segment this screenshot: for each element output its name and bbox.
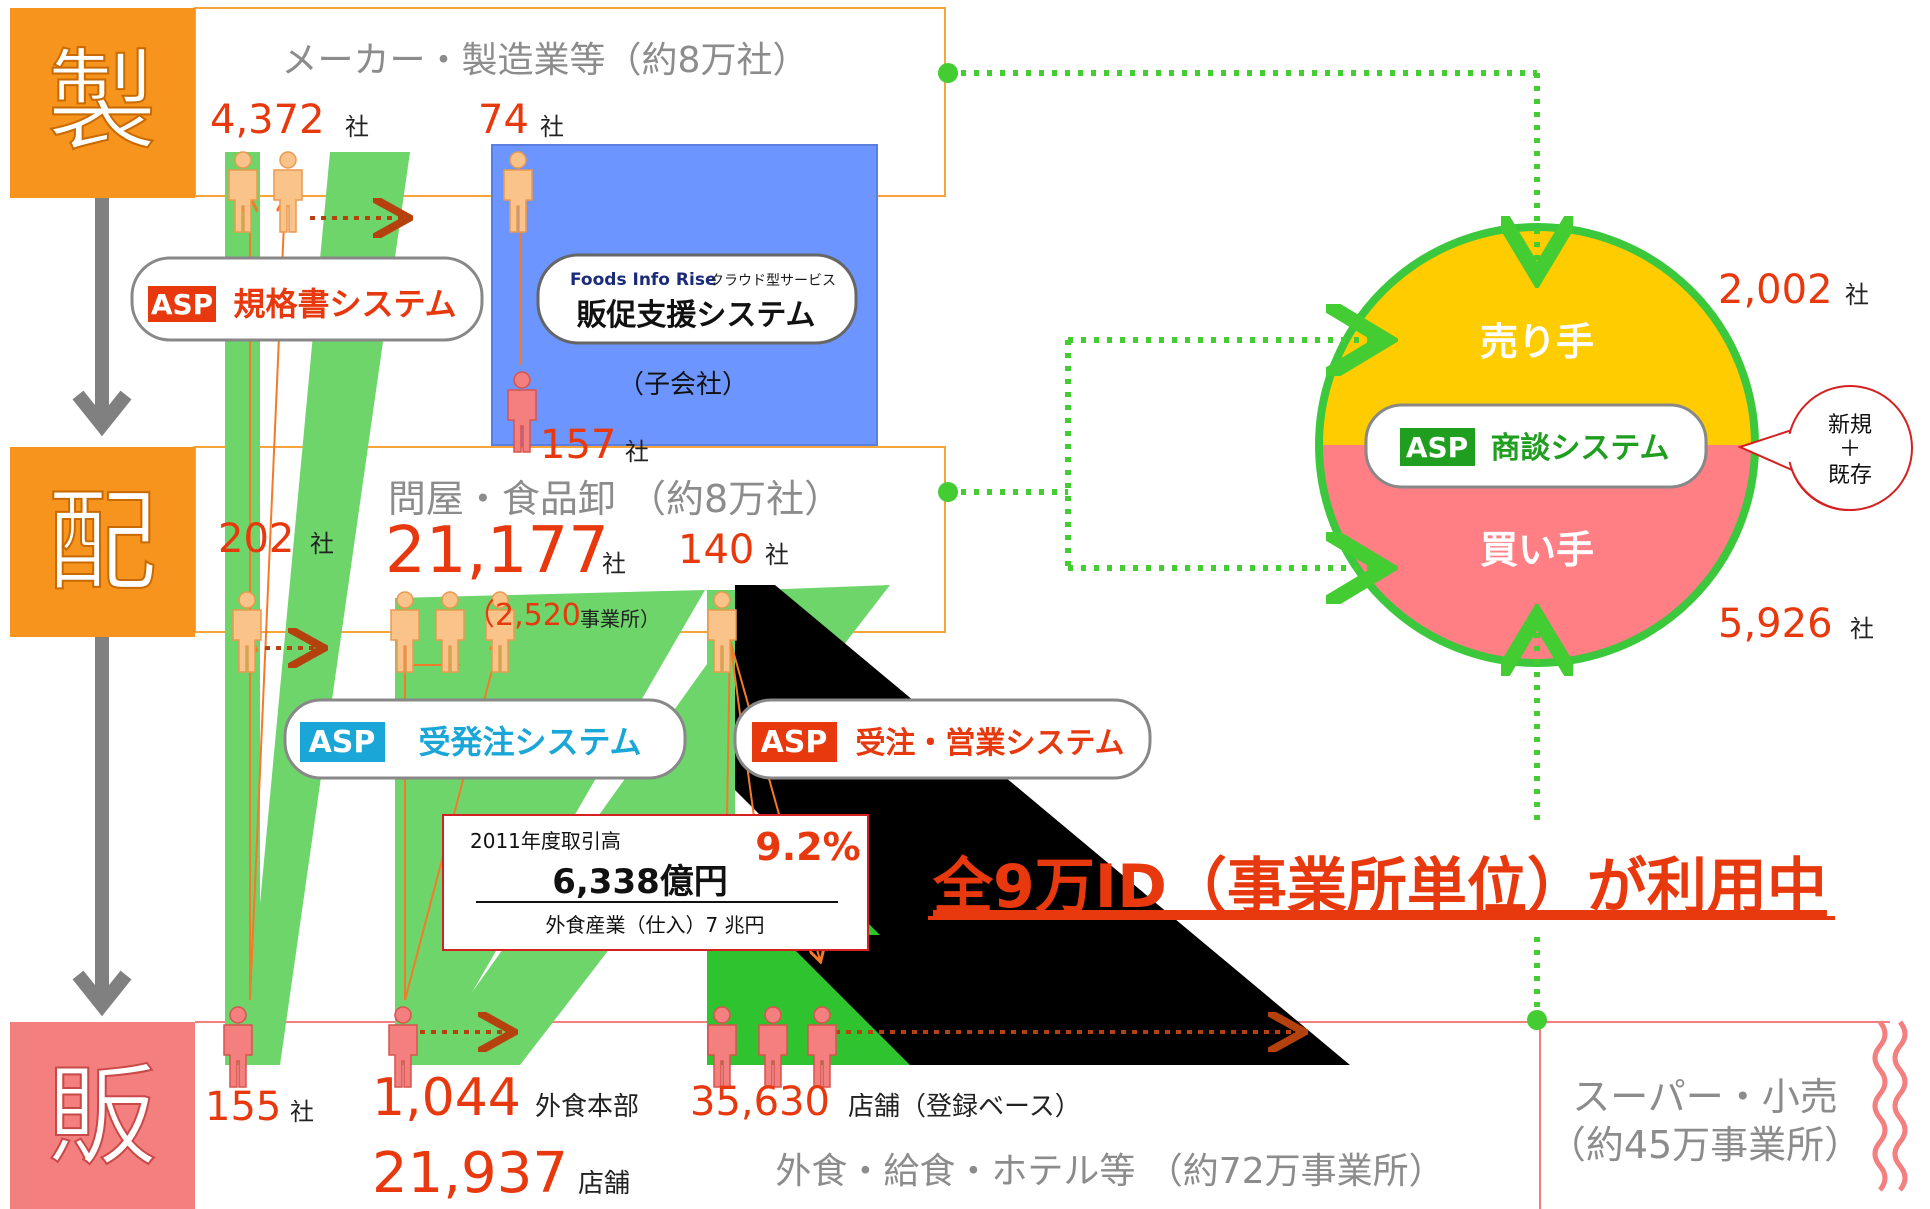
tier-char-manufacture: 製 [47,38,157,166]
tier-badge-sales [10,1022,195,1209]
tier-char-distribution: 配 [47,478,157,606]
trade-amount: 6,338億円 [552,862,728,902]
tier-badge-manufacture [10,8,195,198]
order-system-name: 受発注システム [418,723,641,761]
count-mfr-sub: 74 [478,97,529,143]
buyer-label: 買い手 [1480,528,1594,572]
retail-line1: スーパー・小売 [1572,1075,1838,1119]
unit-mfr-spec: 社 [345,113,369,141]
new-existing-callout: 新規 ＋ 既存 [1737,385,1913,511]
count-dist-main: 21,177 [385,514,609,588]
spec-system-tag: ASP [151,288,213,321]
negotiation-system-badge[interactable]: ASP 商談システム [1364,403,1708,489]
spec-band-diagonal [245,152,410,1065]
count-dist-sales: 140 [678,527,754,573]
unit-dist-spec: 社 [310,530,334,558]
retail-line2: （約45万事業所） [1548,1123,1862,1167]
sales-title: 外食・給食・ホテル等 （約72万事業所） [775,1151,1444,1192]
spec-system-name: 規格書システム [233,285,456,323]
unit-dist-main: 社 [602,550,626,578]
spec-system-badge[interactable]: ASP 規格書システム [130,256,484,342]
green-dotted-connectors [948,70,1537,1020]
sales-order-system-tag: ASP [761,725,828,760]
order-system-tag: ASP [309,725,376,760]
callout-line1: 新規 [1828,413,1872,438]
tier-char-sales: 販 [47,1053,157,1181]
unit-buyer: 社 [1850,615,1874,643]
down-arrow-head-2 [72,970,132,1017]
trade-market: 外食産業（仕入）7 兆円 [545,913,764,937]
count-buyer: 5,926 [1718,601,1833,647]
count-sales-stores: 21,937 [372,1141,568,1206]
unit-sales-reg: 店舗（登録ベース） [848,1092,1081,1122]
sales-order-system-name: 受注・営業システム [855,726,1124,761]
sales-order-system-badge[interactable]: ASP 受注・営業システム [733,698,1152,780]
count-seller: 2,002 [1718,267,1833,313]
spec-band-left [225,152,260,1065]
promo-brand: Foods Info Rise [570,270,716,290]
distribution-title: 問屋・食品卸 （約8万社） [388,477,842,521]
promo-system-badge[interactable]: Foods Info Rise クラウド型サービス 販促支援システム [536,253,858,345]
unit-dist-sales: 社 [765,541,789,569]
promo-brand-sub: クラウド型サービス [710,273,836,289]
connector-dot-retail [1527,1010,1547,1030]
connector-dot-mfr [938,63,958,83]
retail-wavy-edge-2 [1892,1020,1908,1192]
tier-badge-distribution [10,447,195,637]
unit-sales-spec: 社 [290,1098,314,1126]
callout-line3: 既存 [1828,463,1872,488]
unit-sub-buyers: 社 [625,438,649,466]
count-sub-buyers: 157 [540,422,616,468]
connector-dot-dist [938,482,958,502]
unit-sales-stores: 店舗 [578,1169,630,1199]
unit-sales-hq: 外食本部 [535,1092,639,1122]
trade-pct: 9.2% [755,825,860,869]
negotiation-system-name: 商談システム [1490,431,1669,466]
count-sales-spec: 155 [205,1084,281,1130]
down-arrow-head-1 [72,390,132,437]
trade-year-label: 2011年度取引高 [470,829,621,853]
brown-dotted-arrows [265,218,1300,1032]
count-sales-reg: 35,630 [690,1079,830,1125]
count-dist-offices: （2,520 [465,598,581,633]
trade-volume-box: 2011年度取引高 9.2% 6,338億円 外食産業（仕入）7 兆円 [442,814,869,951]
count-mfr-spec: 4,372 [210,97,325,143]
manufacture-title: メーカー・製造業等（約8万社） [282,40,809,81]
promo-note: （子会社） [618,370,748,400]
promo-system-name: 販促支援システム [576,298,815,333]
seller-label: 売り手 [1480,320,1594,364]
order-system-badge[interactable]: ASP 受発注システム [283,698,687,780]
count-sales-hq: 1,044 [372,1068,521,1128]
unit-seller: 社 [1845,281,1869,309]
unit-dist-offices: 事業所） [580,607,660,631]
retail-wavy-edge-1 [1872,1020,1888,1192]
unit-mfr-sub: 社 [540,113,564,141]
count-dist-spec: 202 [218,516,294,562]
headline: 全9万ID（事業所単位）が利用中 [932,852,1827,922]
negotiation-circle: 売り手 買い手 [1315,223,1759,667]
negotiation-system-tag: ASP [1406,431,1468,464]
callout-line2: ＋ [1839,437,1861,462]
